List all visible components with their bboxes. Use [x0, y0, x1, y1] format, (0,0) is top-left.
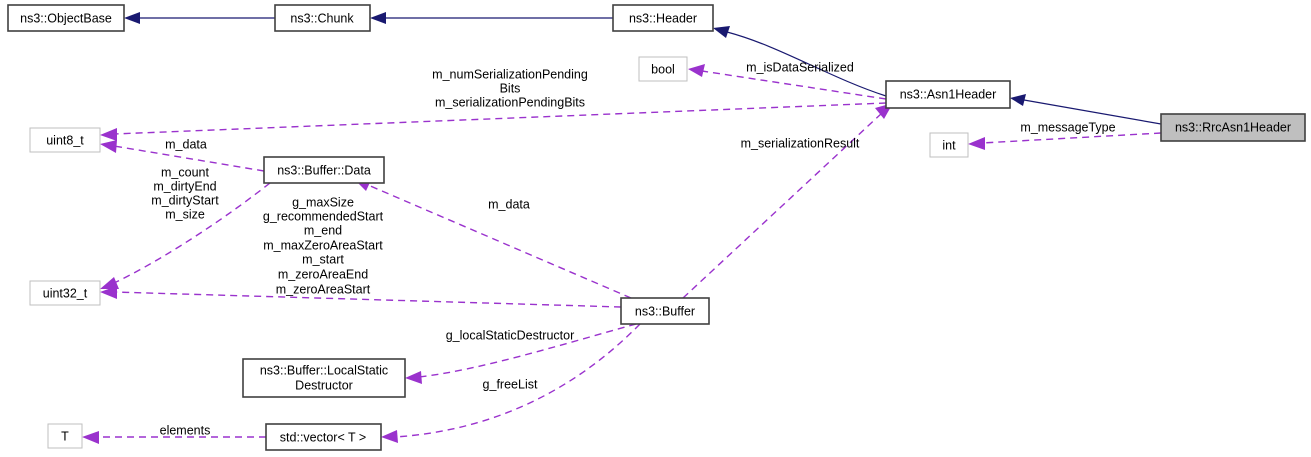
edge-label-serialization-pending-bits: m_numSerializationPending Bits m_seriali… — [432, 67, 588, 109]
edge-label-line: m_end — [304, 223, 342, 237]
edge-label-line: m_serializationPendingBits — [435, 95, 585, 109]
edge-label-m-messagetype: m_messageType — [1020, 120, 1115, 134]
edge-label-line: m_serializationResult — [741, 136, 860, 150]
node-ns3-rrcasn1header[interactable]: ns3::RrcAsn1Header — [1160, 113, 1306, 142]
usage-edges — [82, 64, 1162, 444]
node-ns3-buffer-localstaticdestructor[interactable]: ns3::Buffer::LocalStatic Destructor — [242, 358, 406, 398]
inheritance-edges — [124, 12, 1162, 125]
node-label-uint8: uint8_t — [46, 133, 84, 147]
node-ns3-asn1header[interactable]: ns3::Asn1Header — [885, 80, 1011, 109]
edge-g-localstaticdestructor — [405, 323, 637, 384]
edge-rrcasn1header-to-asn1header — [1010, 94, 1162, 125]
node-ns3-buffer[interactable]: ns3::Buffer — [620, 297, 710, 325]
node-label-uint32: uint32_t — [43, 286, 88, 300]
edge-label-buffer-sizes: g_maxSize g_recommendedStart m_end m_max… — [263, 195, 384, 296]
node-label-vector: std::vector< T > — [280, 430, 366, 444]
edge-asn1header-to-header — [713, 26, 887, 97]
edge-label-line: Bits — [500, 81, 521, 95]
edge-m-data-bufferdata-uint8 — [100, 140, 265, 172]
edge-label-line: m_isDataSerialized — [746, 60, 854, 74]
edge-label-line: m_maxZeroAreaStart — [263, 238, 383, 252]
edge-label-g-localstaticdestructor: g_localStaticDestructor — [446, 328, 575, 342]
node-label-localstatic-line1: ns3::Buffer::LocalStatic — [260, 363, 388, 377]
edge-label-m-isdataserialized: m_isDataSerialized — [746, 60, 854, 74]
nodes: ns3::ObjectBase ns3::Chunk ns3::Header b… — [7, 4, 1306, 451]
edge-header-to-chunk — [370, 12, 613, 24]
node-label-objectbase: ns3::ObjectBase — [20, 11, 112, 25]
edge-chunk-to-objectbase — [124, 12, 275, 24]
edge-label-elements: elements — [160, 423, 211, 437]
edge-elements — [82, 431, 266, 444]
edge-label-line: g_recommendedStart — [263, 209, 384, 223]
edge-label-buffer-data-counts: m_count m_dirtyEnd m_dirtyStart m_size — [151, 165, 219, 221]
edge-buffer-m-data — [355, 178, 632, 299]
node-label-localstatic-line2: Destructor — [295, 378, 353, 392]
edge-label-line: m_dirtyEnd — [153, 179, 216, 193]
node-label-chunk: ns3::Chunk — [290, 11, 354, 25]
edge-label-line: m_zeroAreaStart — [276, 282, 371, 296]
edge-buffer-data-counts — [100, 182, 271, 289]
edge-label-line: g_localStaticDestructor — [446, 328, 575, 342]
node-label-rrcasn1header: ns3::RrcAsn1Header — [1175, 120, 1291, 134]
node-t-param[interactable]: T — [47, 423, 83, 449]
node-ns3-buffer-data[interactable]: ns3::Buffer::Data — [263, 156, 385, 184]
node-label-asn1header: ns3::Asn1Header — [900, 87, 997, 101]
edge-label-line: elements — [160, 423, 211, 437]
edge-label-m-data-buffer: m_data — [488, 197, 530, 211]
edge-label-line: m_data — [488, 197, 530, 211]
edge-label-line: m_numSerializationPending — [432, 67, 588, 81]
edge-label-line: m_size — [165, 207, 205, 221]
edge-label-m-serializationresult: m_serializationResult — [741, 136, 860, 150]
node-ns3-chunk[interactable]: ns3::Chunk — [274, 4, 371, 32]
node-ns3-header[interactable]: ns3::Header — [612, 4, 714, 32]
edge-label-line: m_dirtyStart — [151, 193, 219, 207]
edge-label-m-data-uint8: m_data — [165, 137, 207, 151]
edge-labels: m_numSerializationPending Bits m_seriali… — [151, 60, 1115, 437]
node-label-buffer: ns3::Buffer — [635, 304, 695, 318]
node-label-header: ns3::Header — [629, 11, 697, 25]
node-label-bufferdata: ns3::Buffer::Data — [277, 163, 371, 177]
edge-m-serializationpendingbits — [100, 102, 887, 141]
edge-buffer-sizes — [100, 286, 622, 308]
node-int[interactable]: int — [929, 132, 969, 158]
edge-label-line: m_data — [165, 137, 207, 151]
edge-label-line: m_zeroAreaEnd — [278, 267, 368, 281]
node-std-vector-t[interactable]: std::vector< T > — [265, 423, 382, 451]
edge-m-serializationresult — [682, 103, 893, 299]
edge-label-line: g_maxSize — [292, 195, 354, 209]
node-bool[interactable]: bool — [638, 56, 688, 82]
edge-label-line: m_messageType — [1020, 120, 1115, 134]
node-uint8-t[interactable]: uint8_t — [29, 127, 101, 153]
node-label-t: T — [61, 429, 69, 443]
node-ns3-objectbase[interactable]: ns3::ObjectBase — [7, 4, 125, 32]
edge-label-line: m_count — [161, 165, 209, 179]
node-label-bool: bool — [651, 62, 675, 76]
node-uint32-t[interactable]: uint32_t — [29, 280, 101, 306]
edge-m-isdataserialized — [688, 64, 887, 100]
edge-m-messagetype — [968, 132, 1162, 150]
node-label-int: int — [942, 138, 956, 152]
edge-label-line: g_freeList — [483, 377, 538, 391]
edge-label-g-freelist: g_freeList — [483, 377, 538, 391]
edge-label-line: m_start — [302, 252, 344, 266]
edge-g-freelist — [381, 323, 641, 443]
